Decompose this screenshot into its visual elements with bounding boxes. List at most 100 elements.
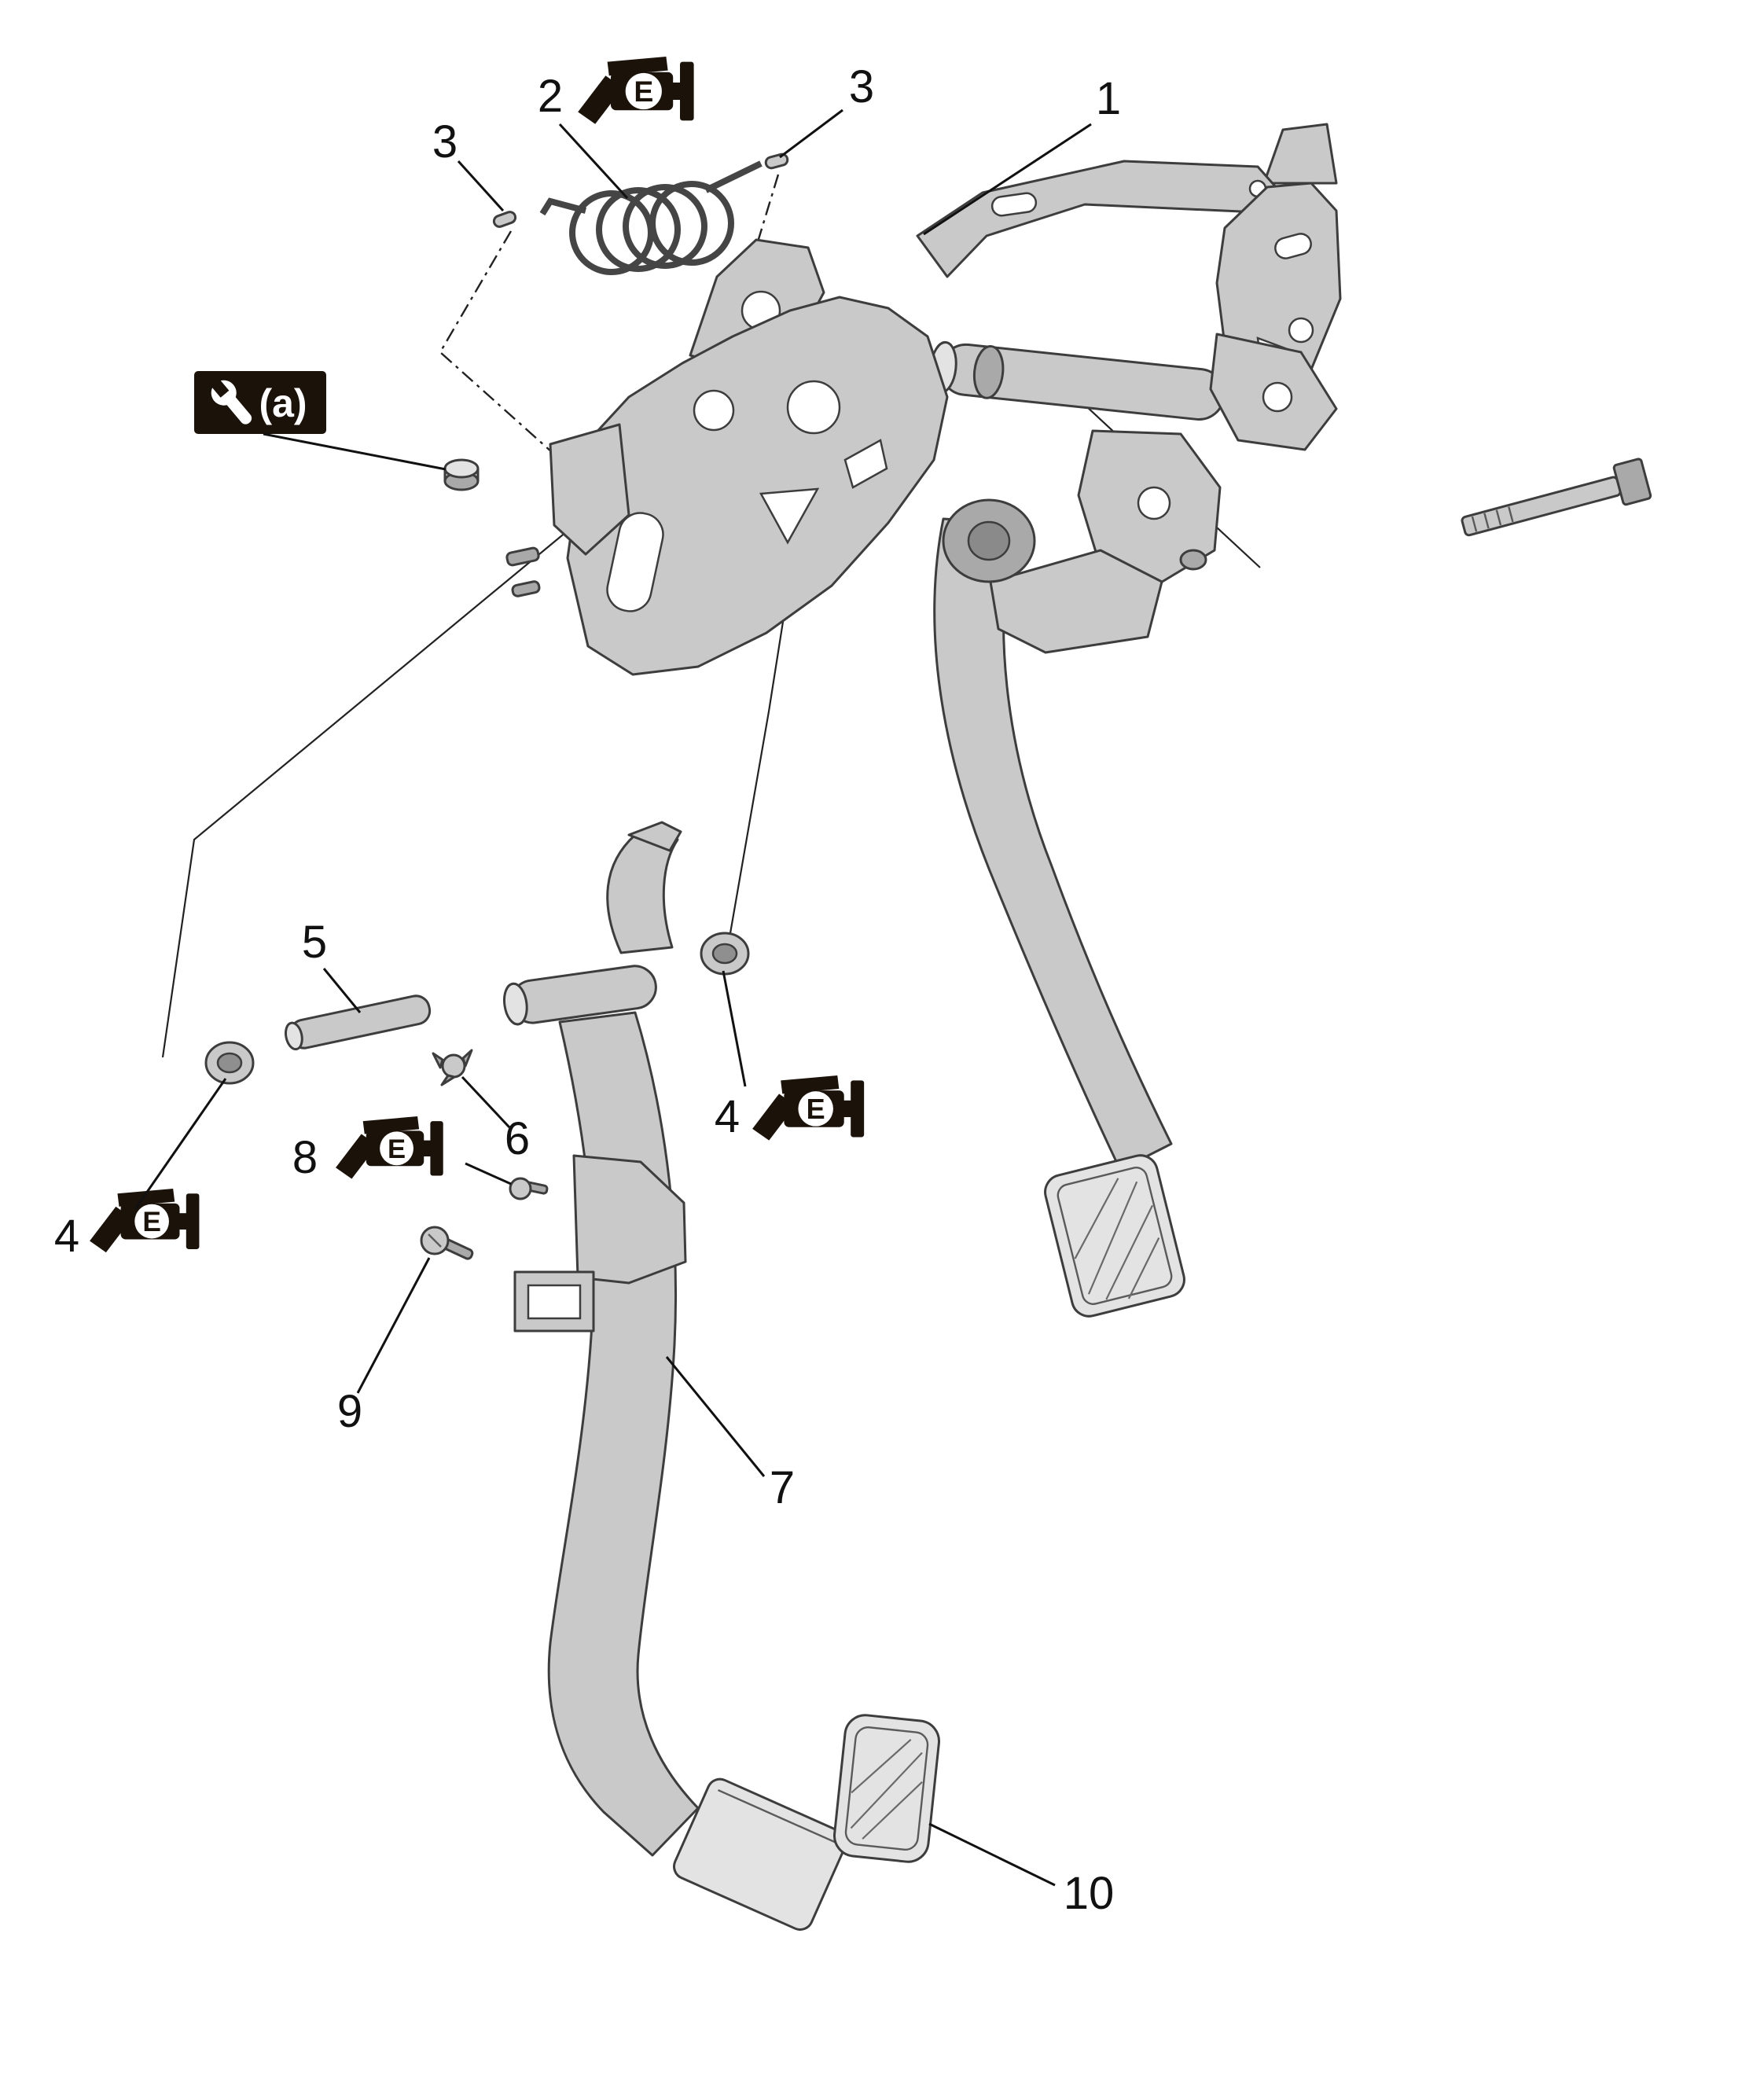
callout-10: 10 [1064,1868,1115,1919]
pivot-bolt-head [1612,458,1652,506]
clutch-pad-body [673,1777,847,1931]
brake-pad-hatch [1087,1181,1138,1295]
bushing-right-bore [711,943,738,965]
callout-3-right: 3 [849,61,874,112]
bushing-left-bore [216,1052,243,1074]
brake-pedal-pad [1044,1154,1185,1318]
callout-7: 7 [770,1462,795,1513]
right-mid-hole [1262,381,1293,413]
clip-prong [432,1052,444,1069]
callout-9: 9 [337,1386,362,1437]
leader-wrench [263,432,447,471]
main-plate-triangle-hole [759,487,820,545]
bracket-peg [505,546,540,567]
bolt-thread [1471,516,1478,532]
callout-5: 5 [302,917,327,968]
callout-4-left: 4 [54,1211,79,1262]
top-arm-slot [990,192,1038,217]
spring-end-left [539,197,587,216]
bracket-left-flange [549,423,630,556]
clutch-pedal-arm [547,1011,700,1857]
main-plate-hole [693,389,735,432]
main-plate-small-slot [843,439,888,489]
grease-icon-2 [578,57,694,124]
clutch-tube-end [503,982,528,1026]
leader-2 [558,123,629,200]
bolt-8 [509,1177,549,1200]
bolt-9 [420,1226,474,1260]
clutch-pad-edge [717,1788,837,1844]
pivot-bolt [1461,458,1652,537]
bolt-thread [1508,506,1514,523]
callout-6: 6 [505,1113,530,1164]
leader-10 [928,1822,1056,1887]
brake-pad-hatch [1074,1178,1119,1259]
cross-tube-collar [972,345,1005,399]
grease-icon-4-right [752,1075,865,1141]
clip-body [441,1053,466,1079]
bracket-peg [511,580,541,597]
leader-4-right [722,970,747,1087]
nut-top [443,458,480,479]
callout-8: 8 [292,1132,318,1183]
clip-prong [440,1074,456,1086]
bolt-thread [1495,509,1502,526]
leader-8 [465,1162,512,1186]
pivot-bolt-shaft [1461,476,1622,537]
wrench-icon-box: (a) [194,371,326,434]
leader-7 [665,1356,766,1477]
rubber-pad-inner [844,1726,929,1851]
clutch-stopper-box-opening [527,1284,582,1320]
pivot-pin-body [288,994,432,1050]
brake-pad-hatch [1127,1237,1160,1299]
push-nut-clip [432,1049,473,1086]
brake-pad-outer [1044,1154,1185,1318]
master-cylinder-bracket [989,549,1163,654]
leader-9 [356,1257,431,1394]
leader-5 [322,968,362,1013]
clutch-pivot-tube [503,965,657,1026]
clip-prong [461,1049,473,1068]
bracket-main-plate-group [505,238,1163,676]
spring-end-right [704,160,763,193]
leader-4-left [134,1078,227,1210]
wrench-label: (a) [259,381,307,425]
clutch-pedal-pad [673,1777,847,1931]
wrench-icon [210,378,252,425]
rubber-pad-hatch [862,1781,923,1840]
grease-icon-8 [336,1116,443,1179]
bushing-left [204,1041,255,1085]
leader-6 [461,1075,511,1129]
main-plate-pivot-hole [786,380,841,435]
wrench-jaw-notch [210,378,230,398]
brake-pedal [933,517,1185,1318]
callout-1: 1 [1096,73,1121,124]
bushing-right [700,932,750,976]
tower-slot [1274,233,1312,259]
clutch-upper-arm-tab [627,821,682,852]
spring-clip-left [492,211,517,228]
pivot-pin [284,994,432,1051]
tower-hole [1288,317,1314,344]
spring-clip-right [764,153,789,170]
pedal-bracket-assembly [916,123,1342,587]
bracket-main-plate [566,296,949,676]
bolt-thread [1483,513,1490,529]
rubber-pad-hatch [850,1752,923,1829]
rubber-pad-hatch [851,1739,912,1794]
pedal-pad-rubber [832,1714,941,1863]
brake-pad-hatch [1105,1204,1154,1300]
right-lower-hole [1137,486,1171,520]
callout-3-left: 3 [432,116,458,167]
main-plate-slot [606,512,664,612]
return-spring [539,160,763,275]
bolt-9-slot [428,1233,442,1248]
leader-3-right [779,108,843,159]
clutch-pedal [503,821,847,1931]
callout-2: 2 [538,71,563,122]
rubber-pad-outer [832,1714,941,1863]
bolt-8-head [509,1177,532,1200]
grease-icon-4-left [90,1189,200,1253]
right-lower-boss [1179,549,1207,571]
